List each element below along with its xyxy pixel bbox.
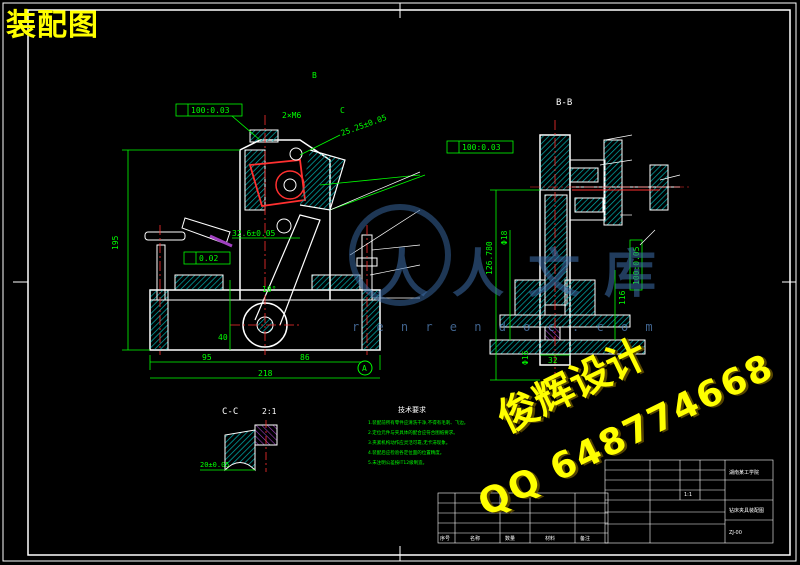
- dim-right-span: 86: [300, 353, 310, 362]
- title-block: [604, 459, 774, 544]
- dim-height-116: 116: [618, 290, 627, 305]
- watermark-logo-url: r e n r e n d o c . c o m: [352, 320, 658, 334]
- svg-text:B-B: B-B: [556, 98, 572, 108]
- tol-parallel-bb: 100:0.03: [462, 143, 501, 152]
- dim-overall-width: 218: [258, 369, 273, 378]
- parts-header-4: 备注: [580, 535, 590, 542]
- svg-text:2:1: 2:1: [262, 407, 277, 416]
- svg-text:3.夹紧机构动作应灵活可靠,无卡滞现象。: 3.夹紧机构动作应灵活可靠,无卡滞现象。: [368, 439, 450, 446]
- logo-circle: [349, 204, 451, 306]
- dim-overall-height: 195: [111, 235, 120, 250]
- label-b: B: [312, 71, 317, 80]
- parts-header-3: 材料: [545, 535, 555, 542]
- svg-text:C-C: C-C: [222, 407, 238, 417]
- bb-leader-lines: [599, 134, 681, 246]
- tol-perp-bb: 100:0.05: [632, 246, 641, 285]
- dim-height-40: 40: [218, 333, 228, 342]
- drawing-title: 装配图: [6, 8, 99, 43]
- section-cc-view: C-C 2:1: [200, 407, 278, 472]
- tb-drawing-no: ZJ-00: [729, 530, 742, 536]
- tb-scale: 1:1: [684, 492, 692, 498]
- svg-text:4.装配后应检验各定位面的位置精度。: 4.装配后应检验各定位面的位置精度。: [368, 449, 444, 456]
- dim-angle: 10°: [262, 285, 276, 294]
- dim-c: 20±0.05: [200, 461, 230, 469]
- dim-phi18: Φ18: [500, 230, 509, 245]
- svg-text:1.装配前所有零件应清洗干净,不得有毛刺、飞边。: 1.装配前所有零件应清洗干净,不得有毛刺、飞边。: [368, 419, 468, 426]
- dim-holes: 2×M6: [282, 111, 301, 120]
- parts-header-2: 数量: [505, 535, 515, 542]
- tb-school: 湖南某工学院: [729, 469, 759, 476]
- parts-header-1: 名称: [470, 535, 480, 542]
- tb-drawing-name: 钻床夹具装配图: [729, 507, 764, 514]
- datum-a: A: [362, 364, 367, 373]
- label-c: C: [340, 106, 345, 115]
- dim-bb-left: Φ16: [521, 350, 530, 365]
- watermark-logo: 人人文库: [376, 244, 681, 305]
- dim-width-32: 32: [548, 356, 558, 365]
- dim-326: 32.6±0.05: [232, 229, 276, 238]
- main-view: [144, 115, 381, 355]
- bb-dimensions: [446, 140, 643, 381]
- leader-lines: [329, 171, 421, 299]
- tol-perp-main: 100:0.03: [191, 106, 230, 115]
- parts-header-0: 序号: [440, 535, 450, 542]
- svg-text:2.定位元件与夹具体的配合应符合图纸要求。: 2.定位元件与夹具体的配合应符合图纸要求。: [368, 429, 458, 436]
- dim-126: 126.780: [485, 241, 494, 275]
- tech-requirements: 技术要求 1.装配前所有零件应清洗干净,不得有毛刺、飞边。 2.定位元件与夹具体…: [368, 405, 468, 466]
- svg-text:5.未注明公差按IT12级制造。: 5.未注明公差按IT12级制造。: [368, 459, 427, 466]
- tech-req-title: 技术要求: [398, 405, 426, 414]
- dim-255: 25.25±0.05: [340, 113, 389, 138]
- datum-a-circle: [357, 360, 373, 376]
- section-bb-view: B-B: [489, 98, 690, 375]
- tol-flat-main: 0.02: [199, 254, 218, 263]
- main-dimensions: [122, 103, 426, 379]
- parts-list: [437, 492, 609, 544]
- dim-left-span: 95: [202, 353, 212, 362]
